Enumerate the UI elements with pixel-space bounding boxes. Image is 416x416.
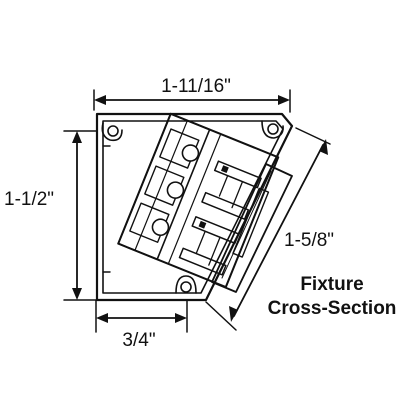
left-height-label: 1-1/2" <box>4 189 54 210</box>
caption: Fixture Cross-Section <box>268 274 397 319</box>
diagonal-dimension: 1-5/8" <box>205 127 334 331</box>
arrowhead-up-icon <box>72 131 82 143</box>
wire-clip-2 <box>144 165 185 206</box>
arrowhead-up-icon <box>319 139 328 155</box>
screw-boss-top-left <box>101 122 123 142</box>
screw-boss-bottom <box>175 275 197 294</box>
top-width-dimension: 1-11/16" <box>93 76 291 113</box>
arrowhead-right-icon <box>175 313 187 323</box>
top-width-label: 1-11/16" <box>161 76 231 97</box>
bottom-width-label: 3/4" <box>122 330 155 351</box>
arrowhead-left-icon <box>96 313 108 323</box>
contact-slot-upper <box>201 160 262 220</box>
arrowhead-down-icon <box>72 288 82 300</box>
arrowhead-right-icon <box>278 95 290 105</box>
wire-clip-1 <box>159 128 200 169</box>
left-height-dimension: 1-1/2" <box>4 130 97 301</box>
bottom-width-dimension: 3/4" <box>95 299 188 351</box>
lamp-holder-block <box>117 112 280 289</box>
screw-boss-top-right <box>261 120 284 139</box>
diagonal-label: 1-5/8" <box>284 230 334 251</box>
diffuser-plate <box>211 163 293 293</box>
wire-clip-3 <box>129 202 170 243</box>
arrowhead-left-icon <box>94 95 106 105</box>
contact-slot-lower <box>178 216 240 276</box>
caption-line-2: Cross-Section <box>268 298 397 319</box>
arrowhead-down-icon <box>229 306 238 322</box>
caption-line-1: Fixture <box>300 274 363 295</box>
